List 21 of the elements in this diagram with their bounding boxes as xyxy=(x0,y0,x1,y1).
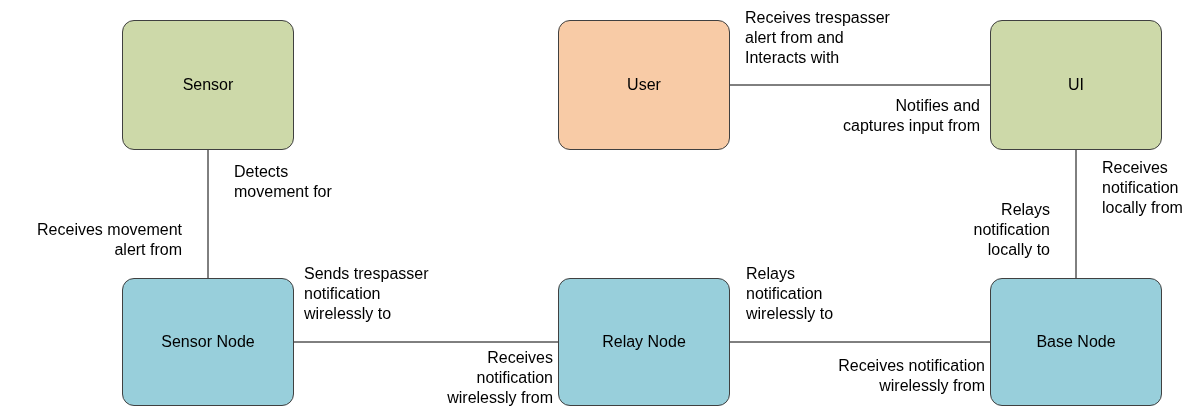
role-label: Receives notification locally from xyxy=(1102,158,1184,218)
role-label: Sends trespasser notification wirelessly to xyxy=(304,264,430,324)
role-label: Receives movement alert from xyxy=(36,220,182,260)
process-box: UI xyxy=(990,20,1162,150)
connector-line xyxy=(1075,149,1077,279)
connector-line xyxy=(293,341,559,343)
role-label: Receives trespasser alert from and Interacts with xyxy=(745,8,891,68)
role-label: Relays notification wirelessly to xyxy=(746,264,835,324)
process-box: Sensor xyxy=(122,20,294,150)
process-box: Sensor Node xyxy=(122,278,294,406)
role-label: Relays notification locally to xyxy=(972,200,1050,260)
role-label: Detects movement for xyxy=(234,162,333,202)
process-box: User xyxy=(558,20,730,150)
connector-line xyxy=(207,149,209,279)
role-label: Receives notification wirelessly from xyxy=(837,356,985,396)
connector-line xyxy=(729,341,991,343)
role-label: Receives notification wirelessly from xyxy=(446,348,553,408)
connector-line xyxy=(729,84,991,86)
process-box: Base Node xyxy=(990,278,1162,406)
role-label: Notifies and captures input from xyxy=(842,96,980,136)
process-box: Relay Node xyxy=(558,278,730,406)
